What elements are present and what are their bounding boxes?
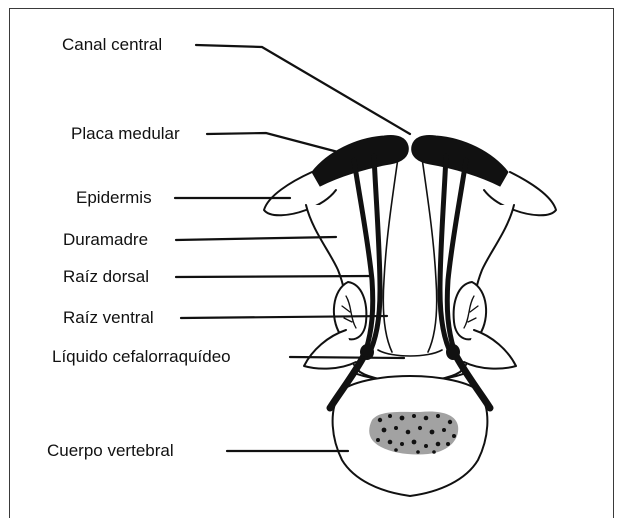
- label-liquido-cefalorraquideo: Líquido cefalorraquídeo: [52, 347, 231, 367]
- label-raiz-ventral: Raíz ventral: [63, 308, 154, 328]
- leader-duramadre: [176, 237, 336, 240]
- label-duramadre: Duramadre: [63, 230, 148, 250]
- label-placa-medular: Placa medular: [71, 124, 180, 144]
- leader-raiz-dorsal: [176, 276, 372, 277]
- label-cuerpo-vertebral: Cuerpo vertebral: [47, 441, 174, 461]
- placa-medular-right: [412, 135, 508, 186]
- label-epidermis: Epidermis: [76, 188, 152, 208]
- leader-placa-medular: [207, 133, 338, 152]
- label-canal-central: Canal central: [62, 35, 162, 55]
- placa-medular-left: [312, 135, 408, 186]
- label-raiz-dorsal: Raíz dorsal: [63, 267, 149, 287]
- leader-canal-central: [196, 45, 410, 134]
- root-junction-right: [446, 344, 460, 360]
- leader-liquido: [290, 357, 404, 358]
